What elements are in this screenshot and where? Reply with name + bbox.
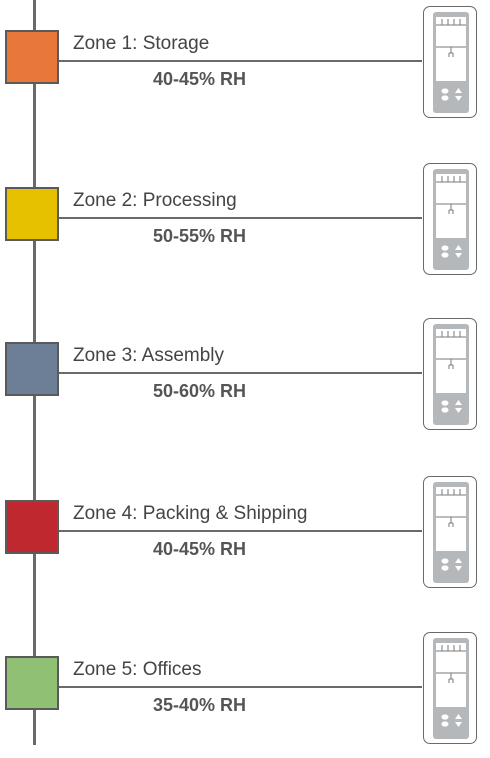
zone-connector-line [59,217,422,219]
humidity-controller-icon [423,476,477,588]
zone-row: Zone 2: Processing 50-55% RH [0,159,490,289]
zone-humidity-range: 40-45% RH [153,69,247,89]
zone-connector-line [59,686,422,688]
zone-humidity-range: 40-45% RH [153,539,247,559]
humidity-controller-icon [423,318,477,430]
zone-color-swatch [5,342,59,396]
zone-color-swatch [5,187,59,241]
zone-connector-line [59,530,422,532]
zone-row: Zone 4: Packing & Shipping 40-45% RH [0,472,490,602]
zone-label: Zone 4: Packing & Shipping [73,503,308,524]
zone-label: Zone 5: Offices [73,659,202,680]
zone-label: Zone 3: Assembly [73,345,225,366]
zone-connector-line [59,372,422,374]
zone-label: Zone 1: Storage [73,33,210,54]
zone-row: Zone 5: Offices 35-40% RH [0,628,490,758]
zone-connector-line [59,60,422,62]
humidity-controller-icon [423,632,477,744]
zone-row: Zone 1: Storage 40-45% RH [0,2,490,132]
humidity-controller-icon [423,6,477,118]
zone-humidity-range: 50-55% RH [153,226,247,246]
zone-humidity-range: 35-40% RH [153,695,247,715]
zone-row: Zone 3: Assembly 50-60% RH [0,314,490,444]
humidity-controller-icon [423,163,477,275]
zone-color-swatch [5,500,59,554]
zone-color-swatch [5,656,59,710]
zone-label: Zone 2: Processing [73,190,237,211]
zone-color-swatch [5,30,59,84]
zone-humidity-range: 50-60% RH [153,381,247,401]
